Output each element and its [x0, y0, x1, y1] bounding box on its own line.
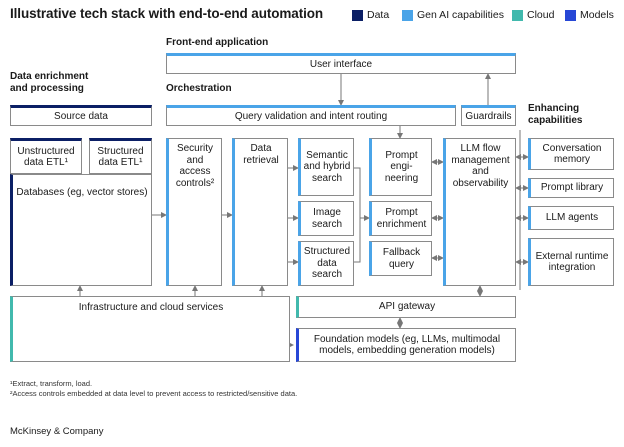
- legend-label-data: Data: [367, 9, 390, 21]
- prompt-enrichment-box: Prompt enrichment: [369, 201, 432, 236]
- prompt-library-box: Prompt library: [528, 178, 614, 198]
- legend-label-models: Models: [580, 9, 614, 21]
- header-data-enrichment-2: and processing: [10, 83, 84, 94]
- legend-swatch-data: [352, 9, 363, 21]
- legend-swatch-gen-ai: [402, 9, 413, 21]
- llm-flow-box: LLM flow management and observability: [443, 138, 516, 286]
- legend-label-gen-ai: Gen AI capabilities: [417, 9, 504, 21]
- prompt-engineering-box: Prompt engi-neering: [369, 138, 432, 196]
- legend-swatch-cloud: [512, 9, 523, 21]
- llm-agents-box: LLM agents: [528, 206, 614, 230]
- conversation-memory-box: Conversation memory: [528, 138, 614, 170]
- legend-gen-ai: Gen AI capabilities: [402, 9, 504, 21]
- header-frontend: Front-end application: [166, 37, 269, 48]
- unstructured-etl-box: Unstructured data ETL¹: [10, 138, 82, 174]
- header-enhancing-1: Enhancing: [528, 103, 580, 114]
- structured-search-box: Structured data search: [298, 241, 354, 286]
- fallback-query-box: Fallback query: [369, 241, 432, 276]
- header-orchestration: Orchestration: [166, 83, 232, 94]
- legend-label-cloud: Cloud: [527, 9, 555, 21]
- infrastructure-box: Infrastructure and cloud services: [10, 296, 290, 362]
- guardrails-box: Guardrails: [461, 105, 516, 126]
- databases-box: Databases (eg, vector stores): [10, 174, 152, 286]
- footnote-1: ¹Extract, transform, load.: [10, 379, 93, 388]
- foundation-models-box: Foundation models (eg, LLMs, multimodal …: [296, 328, 516, 362]
- query-validation-box: Query validation and intent routing: [166, 105, 456, 126]
- diagram-title: Illustrative tech stack with end-to-end …: [10, 6, 324, 21]
- security-access-box: Security and access controls²: [166, 138, 222, 286]
- image-search-box: Image search: [298, 201, 354, 236]
- brand-label: McKinsey & Company: [10, 426, 104, 437]
- external-runtime-box: External runtime integration: [528, 238, 614, 286]
- semantic-search-box: Semantic and hybrid search: [298, 138, 354, 196]
- legend-models: Models: [565, 9, 614, 21]
- footnote-2: ²Access controls embedded at data level …: [10, 389, 298, 398]
- legend-cloud: Cloud: [512, 9, 554, 21]
- header-data-enrichment-1: Data enrichment: [10, 71, 89, 82]
- legend-data: Data: [352, 9, 389, 21]
- data-retrieval-box: Data retrieval: [232, 138, 288, 286]
- structured-etl-box: Structured data ETL¹: [89, 138, 152, 174]
- legend-swatch-models: [565, 9, 576, 21]
- source-data-box: Source data: [10, 105, 152, 126]
- api-gateway-box: API gateway: [296, 296, 516, 318]
- user-interface-box: User interface: [166, 53, 516, 74]
- header-enhancing-2: capabilities: [528, 115, 583, 126]
